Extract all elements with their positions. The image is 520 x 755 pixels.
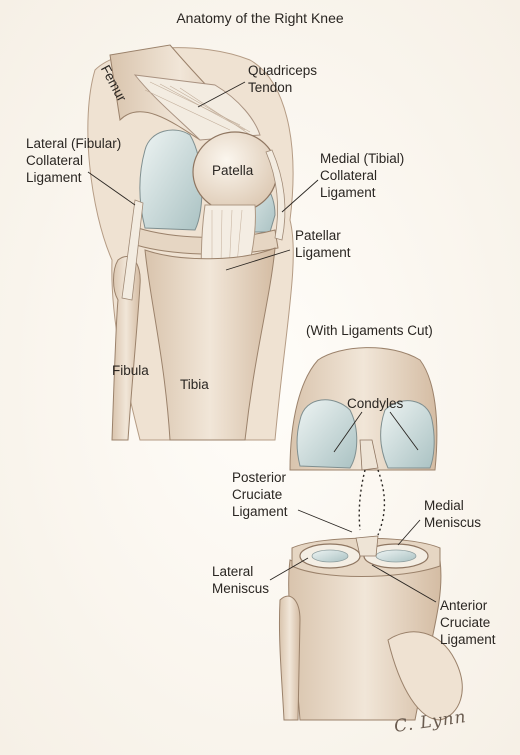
label-fibula: Fibula bbox=[112, 363, 149, 378]
label-patellar-ligament: Patellar Ligament bbox=[295, 228, 351, 260]
lateral-meniscus-inner bbox=[311, 549, 349, 563]
label-anterior-cruciate-ligament: Anterior Cruciate Ligament bbox=[440, 598, 496, 647]
label-condyles: Condyles bbox=[347, 396, 404, 411]
medial-collateral-ligament-shape bbox=[265, 149, 286, 241]
figure-title: Anatomy of the Right Knee bbox=[176, 10, 344, 26]
lower-fibula-shape bbox=[278, 595, 301, 721]
medial-meniscus-inner bbox=[375, 549, 417, 563]
tendon-fibers bbox=[144, 81, 253, 137]
femoral-condyle-lateral bbox=[139, 129, 203, 231]
label-lateral-collateral-ligament: Lateral (Fibular) Collateral Ligament bbox=[26, 136, 122, 185]
label-medial-meniscus: Medial Meniscus bbox=[424, 498, 482, 530]
lateral-collateral-ligament-shape bbox=[121, 199, 144, 301]
label-quadriceps-tendon: Quadriceps Tendon bbox=[248, 63, 318, 95]
lower-leader-lines bbox=[269, 411, 437, 603]
label-patella: Patella bbox=[212, 163, 254, 178]
condyle-left-shape bbox=[296, 399, 358, 469]
label-tibia: Tibia bbox=[180, 377, 209, 392]
label-with-ligaments-cut: (With Ligaments Cut) bbox=[306, 323, 433, 338]
cruciate-stub-tibia bbox=[355, 535, 379, 557]
patellar-flap bbox=[387, 631, 463, 721]
label-posterior-cruciate-ligament: Posterior Cruciate Ligament bbox=[232, 470, 288, 519]
cruciate-dotted-lines bbox=[358, 469, 386, 536]
tibia-shape bbox=[144, 247, 276, 441]
upper-leader-lines bbox=[87, 81, 319, 271]
label-lateral-meniscus: Lateral Meniscus bbox=[212, 564, 270, 596]
label-medial-collateral-ligament: Medial (Tibial) Collateral Ligament bbox=[320, 151, 405, 200]
fibula-shape bbox=[111, 255, 141, 441]
ligament-stub bbox=[359, 439, 379, 471]
